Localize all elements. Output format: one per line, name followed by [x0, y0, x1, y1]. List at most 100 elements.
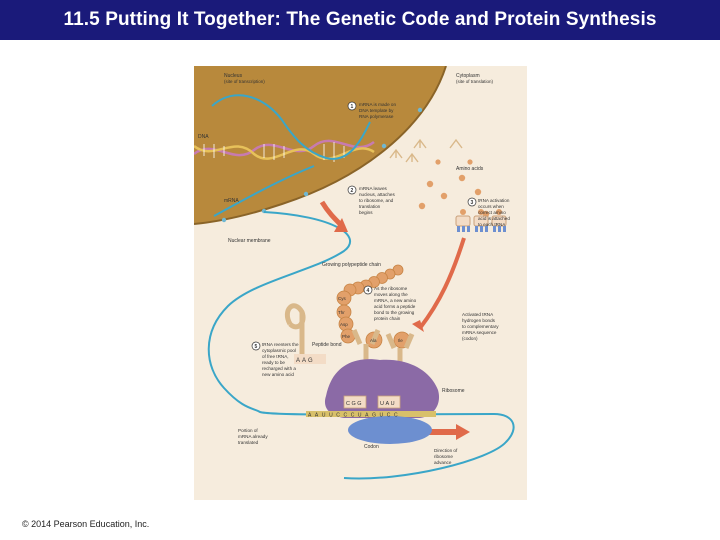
label-direction-3: advance	[434, 460, 452, 465]
label-dna: DNA	[198, 134, 209, 140]
label-activated-5: (codon)	[462, 336, 478, 341]
amino-acid-label-thr: Thr	[338, 310, 345, 315]
step-4-number: 4	[367, 288, 370, 294]
label-nucleus-sub: (site of transcription)	[224, 79, 265, 84]
step-2-number: 2	[351, 188, 354, 194]
amino-acid-dot	[467, 159, 473, 165]
arrow-activated-trna	[418, 237, 466, 330]
label-ribosome: Ribosome	[442, 388, 465, 394]
step-2-line-2: nucleus, attaches	[359, 192, 395, 197]
step-1-line-1: mRNA is made on	[359, 102, 396, 107]
step-4-line-3: mRNA, a new amino	[374, 298, 417, 303]
step-4-line-5: bond to the growing	[374, 310, 415, 315]
mrna-exiting-strand	[213, 165, 315, 217]
step-3-line-3: correct amino	[478, 210, 506, 215]
amino-acid-dot	[440, 192, 448, 200]
step-1-number: 1	[351, 104, 354, 110]
step-4-line-6: protein chain	[374, 316, 401, 321]
ribosome-small-subunit	[348, 416, 432, 444]
step-4-line-4: acid forms a peptide	[374, 304, 416, 309]
free-trna	[413, 138, 427, 149]
charged-trna-row	[455, 209, 507, 232]
step-2-line-3: to ribosome, and	[359, 198, 394, 203]
free-trna	[449, 138, 463, 149]
label-amino-acids: Amino acids	[456, 166, 484, 172]
mrna-sequence: AAUUCCCUAGUCC	[308, 413, 401, 419]
slide-title: 11.5 Putting It Together: The Genetic Co…	[63, 9, 657, 30]
nuclear-pore	[221, 217, 227, 223]
label-direction-2: ribosome	[434, 454, 453, 459]
step-1-line-3: RNA polymerase	[359, 114, 394, 119]
label-cytoplasm: Cytoplasm	[456, 73, 480, 79]
released-trna	[284, 303, 306, 356]
label-activated-2: hydrogen bonds	[462, 318, 496, 323]
amino-acid-label-cys: Cys	[338, 296, 346, 301]
arrow-head	[412, 320, 424, 332]
label-cytoplasm-sub: (site of translation)	[456, 79, 494, 84]
step-3-line-4: acid is attached	[478, 216, 510, 221]
step-5-line-3: of free tRNA,	[262, 354, 289, 359]
free-trna-group	[389, 138, 463, 163]
amino-acid-dot	[458, 174, 466, 182]
label-growing-chain: Growing polypeptide chain	[322, 262, 381, 268]
step-4-line-1: As the ribosome	[374, 286, 408, 291]
step-5-marker	[251, 341, 261, 351]
protein-synthesis-figure: Nucleus (site of transcription) Cytoplas…	[194, 66, 527, 500]
anticodon-right: UAU	[380, 401, 396, 407]
mrna-nuclear-strand	[211, 94, 371, 160]
step-3-line-5: to each tRNA	[478, 222, 506, 227]
mrna-base-strip	[306, 411, 436, 417]
amino-acid-label-asp: Asp	[340, 322, 348, 327]
label-portion-mrna-2: mRNA already	[238, 434, 268, 439]
free-trna	[405, 152, 419, 163]
label-portion-mrna-1: Portion of	[238, 428, 258, 433]
released-trna-base	[294, 354, 326, 364]
step-1-marker	[347, 101, 357, 111]
amino-acid-dot	[474, 188, 482, 196]
step-1-line-2: DNA template by	[359, 108, 394, 113]
dna-base-pairs	[203, 142, 345, 162]
amino-acid-label-phe: Phe	[342, 334, 351, 339]
step-5-line-2: cytoplasmic pool	[262, 348, 296, 353]
title-bar: 11.5 Putting It Together: The Genetic Co…	[0, 0, 720, 40]
amino-acid-label-ala: Ala	[370, 338, 377, 343]
nuclear-pore	[417, 107, 423, 113]
step-3-line-2: occurs when	[478, 204, 504, 209]
label-portion-mrna-3: translated	[238, 440, 259, 445]
step-5-line-6: new amino acid	[262, 372, 294, 377]
amino-acid-dot	[435, 159, 441, 165]
arrow-head	[456, 424, 470, 440]
protein-synthesis-diagram: Nucleus (site of transcription) Cytoplas…	[194, 66, 527, 500]
step-5-line-4: ready to be	[262, 360, 285, 365]
step-4-line-2: moves along the	[374, 292, 408, 297]
label-peptide-bond: Peptide bond	[312, 342, 342, 348]
label-codon: Codon	[364, 444, 379, 450]
amino-acid-dot	[418, 202, 426, 210]
label-activated-4: mRNA sequence	[462, 330, 497, 335]
step-2-line-1: mRNA leaves	[359, 186, 388, 191]
step-5-number: 5	[255, 344, 258, 350]
label-nucleus: Nucleus	[224, 73, 243, 79]
amino-acid-label-ile: Ile	[398, 338, 403, 343]
anticodon-released: AAG	[296, 358, 315, 364]
step-5-line-1: tRNA reenters the	[262, 342, 299, 347]
label-activated-1: Activated tRNA	[462, 312, 494, 317]
nuclear-pore	[381, 143, 387, 149]
step-3-number: 3	[471, 200, 474, 206]
amino-acid-dot	[426, 180, 434, 188]
step-4-marker	[363, 285, 373, 295]
mrna-cytoplasm-strand	[207, 211, 515, 480]
label-nuclear-membrane: Nuclear membrane	[228, 238, 271, 244]
anticodon-left: CGG	[346, 401, 363, 407]
arrow-head	[334, 218, 348, 232]
step-2-marker	[347, 185, 357, 195]
copyright-notice: © 2014 Pearson Education, Inc.	[22, 519, 150, 529]
codon-boxes	[343, 395, 401, 409]
free-trna	[389, 148, 403, 159]
nucleus-region	[194, 66, 446, 224]
step-3-line-1: tRNA activation	[478, 198, 510, 203]
nuclear-pore	[303, 191, 309, 197]
step-5-line-5: recharged with a	[262, 366, 296, 371]
label-mrna: mRNA	[224, 198, 239, 204]
step-3-marker	[467, 197, 477, 207]
